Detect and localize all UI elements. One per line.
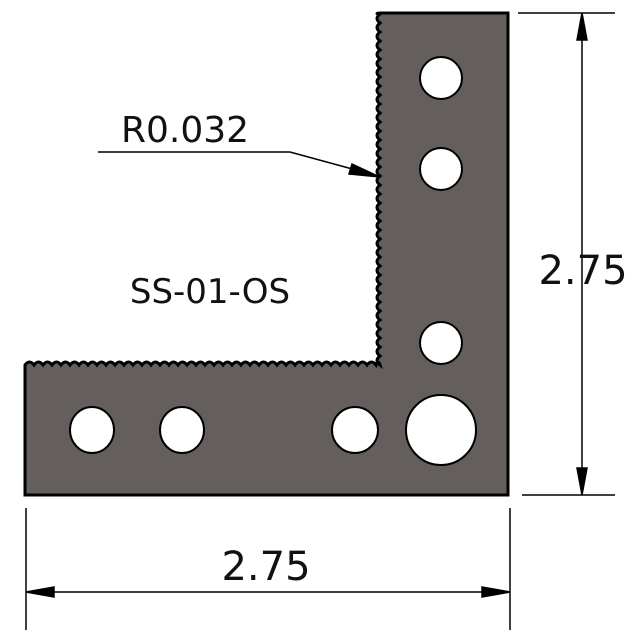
hole — [419, 56, 463, 100]
radius-leader — [98, 151, 381, 178]
hole — [331, 406, 379, 454]
hole — [159, 406, 205, 454]
arrow-up-icon — [576, 12, 588, 41]
width-dimension-label: 2.75 — [221, 544, 310, 590]
radius-callout: R0.032 — [121, 110, 249, 151]
hole-large — [405, 394, 477, 466]
arrow-left-icon — [25, 586, 55, 598]
leader-arrow-icon — [348, 162, 381, 178]
height-dimension — [518, 12, 615, 496]
hole — [419, 147, 463, 191]
hole — [419, 321, 463, 365]
width-dimension — [25, 508, 511, 630]
part-label: SS-01-OS — [130, 272, 290, 312]
l-bracket-part — [23, 11, 510, 497]
height-dimension-label: 2.75 — [538, 248, 627, 294]
arrow-down-icon — [576, 467, 588, 496]
hole — [69, 406, 115, 454]
arrow-right-icon — [481, 586, 511, 598]
